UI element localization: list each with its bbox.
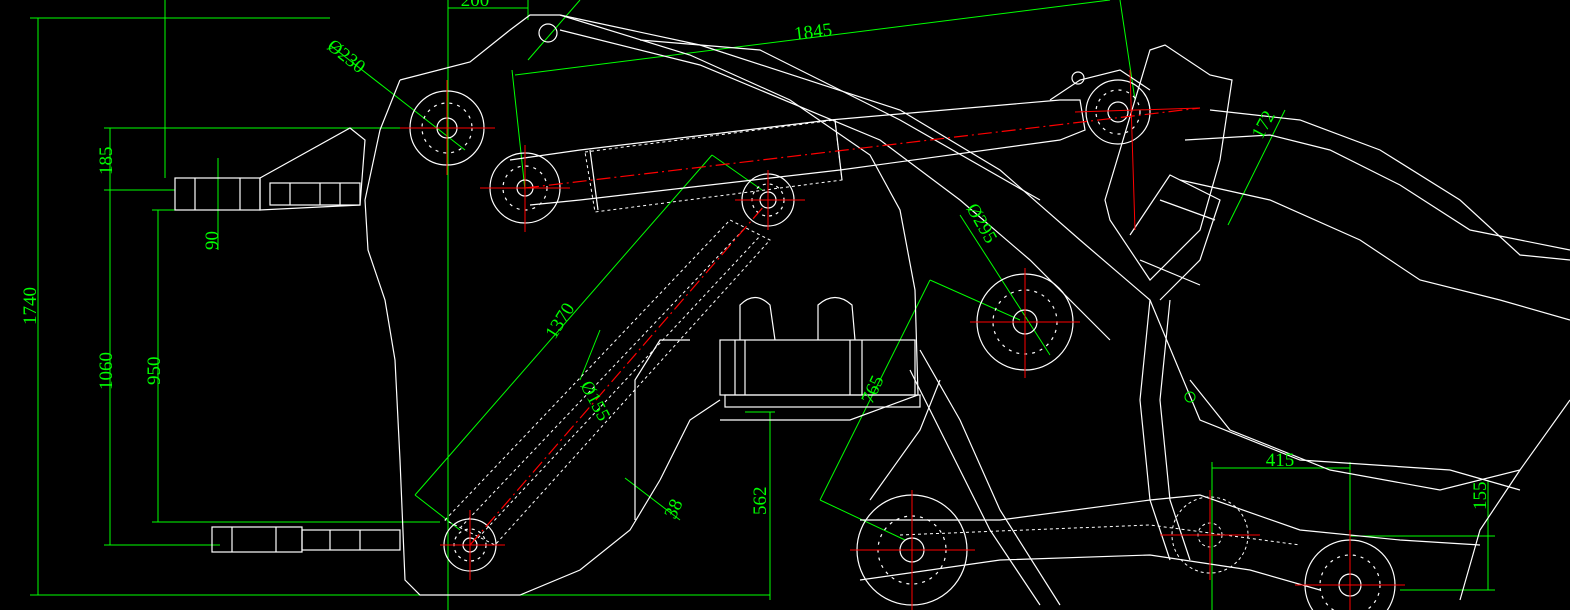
dim-upper-gap: 185: [96, 147, 117, 176]
dim-pin-dia-right: Ø295: [962, 200, 1001, 247]
dim-arm-length-top: 1845: [793, 19, 833, 44]
dim-pin-dia-top: Ø230: [323, 35, 369, 78]
centerlines: [400, 69, 1405, 610]
frame-outline: [174, 14, 1570, 606]
dim-top-offset: 200: [461, 0, 490, 11]
dim-link-height: 155: [1470, 482, 1491, 511]
dim-lower-height: 562: [750, 487, 771, 516]
dimension-lines: [30, 0, 1495, 610]
dim-height-total: 1740: [20, 287, 41, 325]
dim-pin-height: 90: [202, 231, 223, 250]
dim-plate-thickness: 38: [660, 496, 687, 522]
dim-upper-offset: 172: [1248, 107, 1280, 142]
dim-link-width: 415: [1266, 450, 1295, 471]
dim-inner-height: 950: [144, 357, 165, 386]
dim-mid-height: 1060: [96, 352, 117, 390]
dim-cylinder-length: 1370: [541, 299, 579, 342]
dimension-labels: 200 Ø230 1845 172 1740 185 90 1060 950 1…: [20, 0, 1491, 522]
